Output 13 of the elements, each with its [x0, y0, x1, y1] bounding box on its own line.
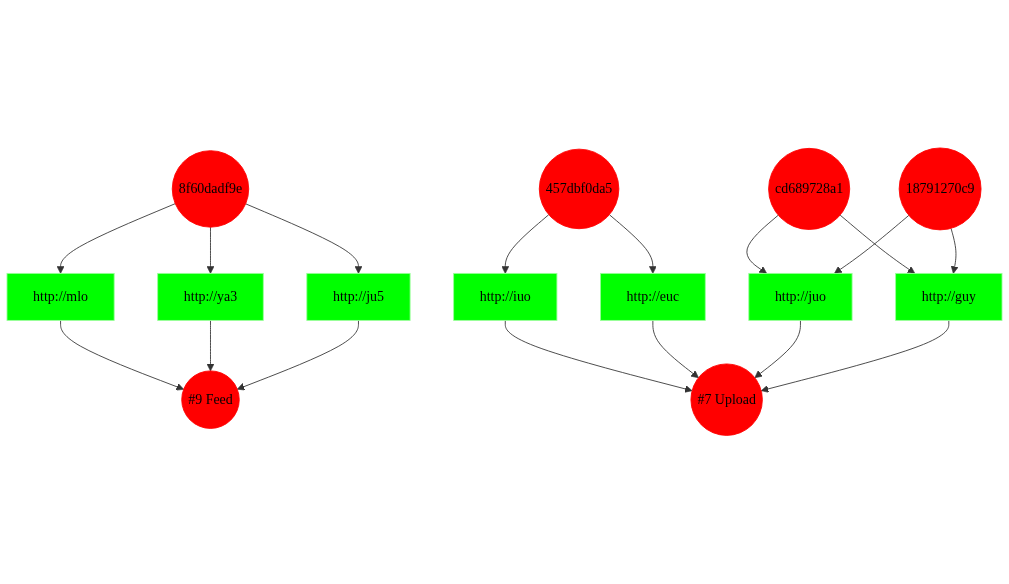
- node-box: http://guy: [895, 273, 1003, 322]
- node-circle: #9 Feed: [181, 370, 240, 430]
- node-box: http://euc: [600, 273, 706, 322]
- node-box: http://mlo: [6, 273, 115, 322]
- node-circle: cd689728a1: [768, 148, 851, 231]
- node-circle: #7 Upload: [690, 363, 763, 437]
- node-circle: 18791270c9: [898, 147, 982, 231]
- node-box: http://iuo: [453, 273, 558, 322]
- node-box: http://ya3: [157, 273, 264, 322]
- node-box: http://ju5: [306, 273, 411, 322]
- node-circle: 8f60dadf9e: [171, 150, 250, 228]
- node-circle: 457dbf0da5: [538, 149, 620, 230]
- node-box: http://juo: [748, 273, 853, 322]
